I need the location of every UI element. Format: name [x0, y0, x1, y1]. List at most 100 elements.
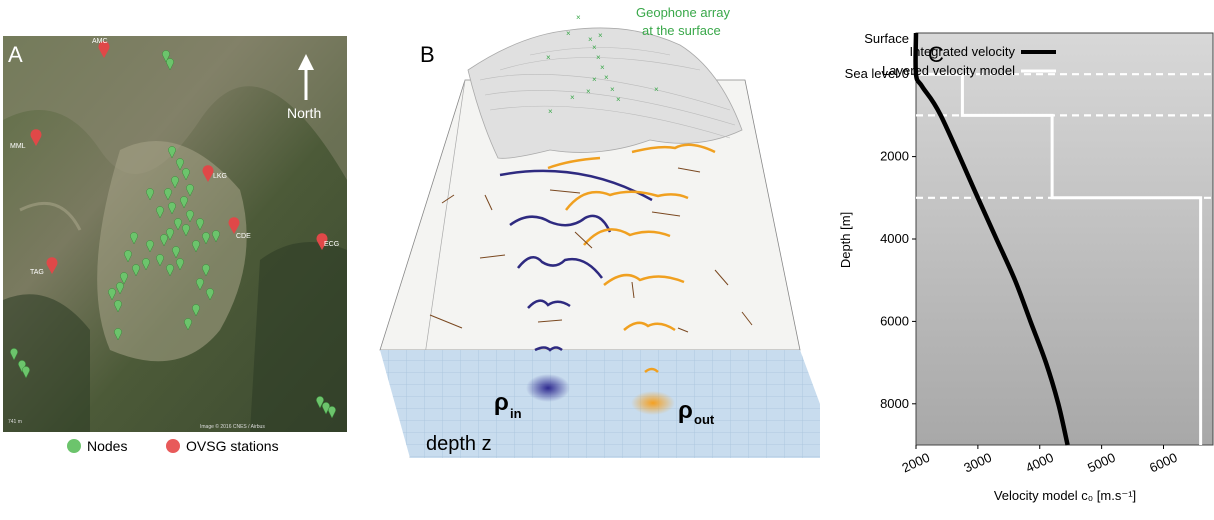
- legend-nodes-icon: [67, 439, 81, 453]
- node-marker: [160, 234, 168, 247]
- svg-text:×: ×: [604, 73, 609, 82]
- node-marker: [184, 318, 192, 331]
- node-marker: [186, 210, 194, 223]
- node-marker: [176, 158, 184, 171]
- panel-a-label: A: [8, 42, 23, 67]
- node-marker: [196, 218, 204, 231]
- panel-a-map: AMC MML LKG CDE ECG TAG North Image © 20…: [0, 0, 360, 515]
- svg-text:×: ×: [592, 75, 597, 84]
- geophone-markers: ×××× ×××× ×××× ××××: [546, 13, 659, 116]
- svg-text:ECG: ECG: [324, 241, 339, 248]
- rho-out-subscript: out: [694, 412, 715, 427]
- station-marker-tag: TAG: [30, 257, 58, 276]
- y-tick-label: Sea level 0: [845, 66, 909, 81]
- satellite-map: AMC MML LKG CDE ECG TAG North Image © 20…: [3, 36, 347, 454]
- svg-text:×: ×: [546, 53, 551, 62]
- y-tick-label: 6000: [880, 313, 909, 328]
- station-marker-lkg: LKG: [202, 165, 227, 182]
- node-marker: [316, 396, 324, 409]
- node-marker: [192, 240, 200, 253]
- svg-text:×: ×: [600, 63, 605, 72]
- svg-text:×: ×: [654, 85, 659, 94]
- station-marker-amc: AMC: [92, 38, 110, 58]
- node-marker: [146, 240, 154, 253]
- node-marker: [130, 232, 138, 245]
- north-label: North: [287, 105, 321, 121]
- scattered-wavefronts: [547, 143, 716, 373]
- surface-topography: [467, 27, 743, 159]
- node-marker: [168, 202, 176, 215]
- svg-text:×: ×: [592, 43, 597, 52]
- x-tick-label: 4000: [1023, 450, 1056, 476]
- svg-text:×: ×: [610, 85, 615, 94]
- integrated-velocity-line: [913, 32, 1070, 446]
- node-marker: [176, 258, 184, 271]
- rho-in-subscript: in: [510, 406, 522, 421]
- node-marker: [18, 360, 26, 373]
- y-axis-title: Depth [m]: [838, 212, 853, 268]
- node-marker: [132, 264, 140, 277]
- node-marker: [164, 188, 172, 201]
- legend-stations-label: OVSG stations: [186, 438, 279, 454]
- node-marker: [328, 406, 336, 419]
- svg-text:LKG: LKG: [213, 173, 227, 180]
- node-marker: [22, 366, 30, 379]
- x-axis-title: Velocity model c₀ [m.s⁻¹]: [994, 488, 1136, 503]
- svg-text:CDE: CDE: [236, 233, 251, 240]
- rho-out-anomaly: [631, 391, 675, 415]
- svg-text:×: ×: [548, 107, 553, 116]
- panel-b-schematic: ×××× ×××× ×××× ×××× Geophone array at th…: [370, 0, 840, 515]
- legend-stations-icon: [166, 439, 180, 453]
- panel-b-label: B: [420, 42, 435, 67]
- svg-text:×: ×: [588, 35, 593, 44]
- node-marker: [108, 288, 116, 301]
- image-credit: Image © 2016 CNES / Airbus: [200, 423, 265, 430]
- node-marker: [156, 254, 164, 267]
- node-marker: [166, 264, 174, 277]
- plot-area: [915, 32, 1214, 446]
- geophone-array-sublabel: at the surface: [642, 23, 721, 38]
- y-tick-label: 4000: [880, 231, 909, 246]
- node-marker: [182, 224, 190, 237]
- x-tick-label: 3000: [961, 450, 994, 476]
- rho-out-label: ρ: [678, 397, 693, 424]
- rho-in-anomaly: [526, 374, 570, 402]
- svg-text:×: ×: [586, 87, 591, 96]
- y-tick-label: 8000: [880, 396, 909, 411]
- panel-c-label: C: [928, 42, 944, 67]
- node-marker: [120, 272, 128, 285]
- svg-text:×: ×: [570, 93, 575, 102]
- node-marker: [186, 184, 194, 197]
- node-marker: [174, 218, 182, 231]
- svg-text:AMC: AMC: [92, 38, 108, 45]
- node-marker: [116, 282, 124, 295]
- node-marker: [166, 228, 174, 241]
- station-marker-ecg: ECG: [316, 233, 339, 250]
- geophone-array-label: Geophone array: [636, 5, 730, 20]
- scatterers: [429, 167, 753, 333]
- svg-text:×: ×: [616, 95, 621, 104]
- svg-text:MML: MML: [10, 143, 26, 150]
- x-tick-label: 5000: [1085, 450, 1118, 476]
- legend-integrated-label: Integrated velocity: [909, 44, 1015, 59]
- svg-text:×: ×: [576, 13, 581, 22]
- node-marker: [192, 304, 200, 317]
- x-tick-label: 2000: [900, 450, 933, 476]
- node-markers: [10, 50, 336, 419]
- node-marker: [114, 300, 122, 313]
- node-marker: [10, 348, 18, 361]
- node-marker: [182, 168, 190, 181]
- node-marker: [156, 206, 164, 219]
- depth-label: depth z: [426, 433, 492, 455]
- svg-text:×: ×: [598, 31, 603, 40]
- node-marker: [180, 196, 188, 209]
- node-marker: [166, 58, 174, 71]
- legend-nodes-label: Nodes: [87, 438, 127, 454]
- rho-in-label: ρ: [494, 389, 509, 416]
- svg-text:×: ×: [566, 29, 571, 38]
- station-marker-mml: MML: [10, 129, 42, 150]
